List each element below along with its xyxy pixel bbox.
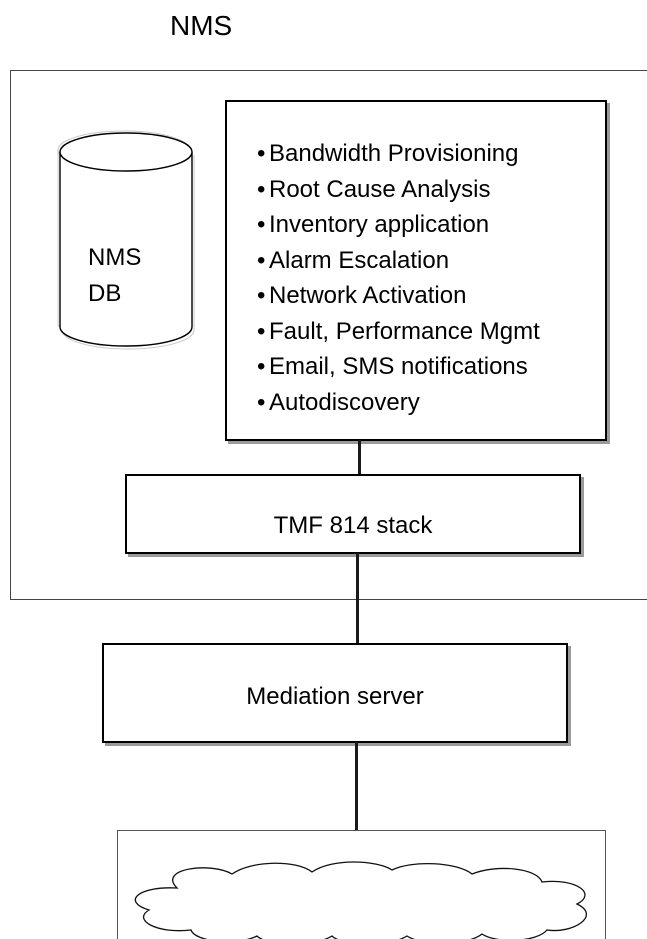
feature-text: Email, SMS notifications (269, 353, 528, 380)
bullet-icon: • (257, 317, 266, 345)
feature-item: •Inventory application (257, 207, 605, 243)
feature-item: •Bandwidth Provisioning (257, 136, 605, 172)
feature-item: •Alarm Escalation (257, 243, 605, 279)
feature-text: Root Cause Analysis (269, 175, 491, 203)
mediation-server-label: Mediation server (246, 683, 424, 710)
feature-text: Autodiscovery (269, 388, 420, 416)
tmf-stack-label: TMF 814 stack (273, 512, 433, 539)
feature-item: •Autodiscovery (257, 385, 605, 421)
tmf-stack-box: TMF 814 stack (125, 474, 581, 554)
bullet-icon: • (257, 175, 266, 203)
feature-list-box: •Bandwidth Provisioning •Root Cause Anal… (225, 100, 607, 441)
diagram-title: NMS (170, 10, 233, 41)
feature-item: •Fault, Performance Mgmt (257, 314, 605, 350)
bullet-icon: • (257, 140, 266, 167)
connector-line (355, 742, 358, 830)
feature-item: •Email, SMS notifications (257, 349, 605, 385)
bullet-icon: • (257, 388, 266, 416)
bullet-icon: • (257, 246, 266, 274)
connector-line (356, 553, 359, 645)
feature-list: •Bandwidth Provisioning •Root Cause Anal… (257, 136, 605, 420)
cloud-icon (134, 861, 587, 939)
feature-item: •Network Activation (257, 278, 605, 314)
feature-text: Alarm Escalation (269, 246, 450, 274)
feature-text: Fault, Performance Mgmt (269, 317, 540, 345)
feature-item: •Root Cause Analysis (257, 172, 605, 208)
database-cylinder-icon (57, 130, 195, 350)
bullet-icon: • (257, 211, 266, 238)
mediation-server-box: Mediation server (102, 643, 568, 743)
bullet-icon: • (257, 282, 266, 309)
feature-text: Network Activation (269, 282, 467, 309)
database-label: NMS DB (88, 240, 141, 312)
feature-text: Bandwidth Provisioning (269, 140, 519, 167)
database-label-line1: NMS (88, 244, 142, 271)
database-label-line2: DB (88, 280, 122, 307)
connector-line (358, 440, 361, 476)
feature-text: Inventory application (269, 211, 490, 238)
bullet-icon: • (257, 353, 266, 380)
